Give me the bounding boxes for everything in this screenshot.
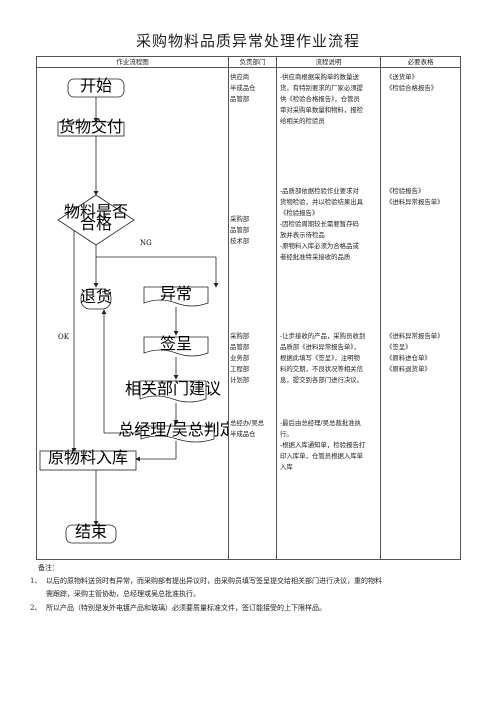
delivery-label: 货物交付	[59, 117, 123, 136]
page-title: 采购物料品质异常处理作业流程	[135, 32, 360, 50]
forms-block: 《进料异常报告单》《签呈》《原料进仓单》《原料退货单》	[386, 331, 460, 375]
desc-line: -根据入库通知单，检验报告打	[280, 441, 366, 449]
warehouse-label: 原物料入库	[48, 448, 128, 467]
dept-line: 技术部	[230, 237, 250, 245]
dept-suggest-label: 相关部门建议	[125, 379, 221, 398]
abnormal-node: 异常	[143, 284, 209, 307]
note-text: 以后的原物料送货时有异常，而采购部有提出异议时，由采购员填写签呈提交给相关部门进…	[46, 577, 382, 585]
note-text: 所以产品（特别是发外电镀产品和玻璃）必须要质量标准文件，签订能接受的上下限样品。	[46, 604, 326, 612]
form-line: 《进料异常报告单》	[386, 332, 444, 340]
return-node: 退货	[80, 287, 112, 310]
dept-column	[228, 67, 277, 560]
header-forms: 必要表格	[380, 56, 461, 68]
desc-line: 《检验报告》	[280, 209, 319, 217]
desc-block: -最后由总经理/吴总裁批准执行。 -根据入库通知单，检验报告打印入库单，仓管员根据…	[280, 418, 382, 473]
dept-line: 采购部	[230, 332, 250, 340]
desc-line: 者经批准特采接收的品质	[280, 253, 351, 261]
end-label: 结束	[75, 522, 107, 541]
dept-line: 品管部	[230, 95, 250, 103]
desc-block: -品质部依据检验作业要求对货物检验，并以检验结果出具《检验报告》 -因检验周期较长…	[280, 186, 382, 263]
decision-label-1: 物料是否	[64, 202, 128, 221]
desc-line: -原物料入库必须为合格品或	[280, 242, 359, 250]
desc-line: -最后由总经理/吴总裁批准执	[280, 419, 361, 427]
forms-block: 《检验报告》《进料异常报告单》	[386, 186, 460, 208]
return-label: 退货	[80, 287, 112, 306]
delivery-node: 货物交付	[57, 117, 125, 137]
note-item: 1、以后的原物料送货时有异常，而采购部有提出异议时，由采购员填写签呈提交给相关部…	[30, 575, 470, 588]
desc-block: -供应商根据采购单的数量送货，有特别要求的厂家必须提供《检验合格报告》，仓管员审…	[280, 72, 382, 127]
form-line: 《签呈》	[386, 343, 412, 351]
desc-line: 给相关的检验员	[280, 117, 325, 125]
form-line: 《原料进仓单》	[386, 354, 431, 362]
note-item: 2、所以产品（特别是发外电镀产品和玻璃）必须要质量标准文件，签订能接受的上下限样…	[30, 602, 470, 615]
start-label: 开始	[80, 76, 112, 95]
desc-line: 品质部《进料异常报告单》，	[280, 343, 360, 351]
dept-block: 总经办/吴总半成品仓	[230, 418, 276, 440]
dept-line: 供应商	[230, 73, 250, 81]
dept-line: 半成品仓	[230, 430, 256, 438]
desc-line: 货物检验，并以检验结果出具	[280, 198, 364, 206]
dept-line: 品管部	[230, 343, 250, 351]
dept-line: 半成品仓	[230, 84, 256, 92]
flowchart: 开始 货物交付 物料是否 合格 NG OK 退货 异常 签呈 相关部门建议 总经…	[39, 76, 228, 544]
desc-line: 根据此填写《签呈》，注明物	[280, 354, 360, 362]
header-flowchart: 作业流程图	[36, 56, 229, 68]
dept-suggest-node: 相关部门建议	[125, 379, 221, 403]
decision-node: 物料是否 合格	[57, 194, 135, 246]
desc-line: 息，提交到各部门进行决议。	[280, 376, 364, 384]
desc-line: -让步接收的产品，采购员收到	[280, 332, 366, 340]
ok-label: OK	[58, 333, 70, 341]
dept-block: 供应商半成品仓品管部	[230, 72, 276, 105]
form-line: 《检验合格报告》	[386, 84, 438, 92]
note-number: 2、	[30, 604, 42, 612]
desc-line: 印入库单，仓管员根据入库单	[280, 452, 364, 460]
desc-block: -让步接收的产品，采购员收到品质部《进料异常报告单》， 根据此填写《签呈》，注明物…	[280, 331, 382, 386]
start-node: 开始	[67, 76, 125, 98]
desc-line: -供应商根据采购单的数量送	[280, 73, 359, 81]
desc-line: 行。	[280, 430, 293, 438]
header-desc: 流程说明	[276, 56, 381, 68]
desc-line: -品质部依据检验作业要求对	[280, 187, 359, 195]
gm-label: 总经理/吴总判定	[118, 420, 228, 439]
dept-line: 计划部	[230, 376, 250, 384]
form-line: 《原料退货单》	[386, 365, 431, 373]
dept-line: 品管部	[230, 226, 250, 234]
form-line: 《检验报告》	[386, 187, 425, 195]
decision-label-2: 合格	[80, 214, 112, 233]
desc-line: 入库	[280, 463, 293, 471]
abnormal-label: 异常	[160, 284, 192, 303]
form-line: 《送货单》	[386, 73, 418, 81]
end-node: 结束	[65, 522, 117, 544]
note-text: 需跟踪，采购主管协助，总经理或吴总批准执行。	[46, 590, 200, 598]
dept-line: 总经办/吴总	[230, 419, 265, 427]
dept-block: 采购部品管部业务部工程部计划部	[230, 331, 276, 386]
sign-label: 签呈	[160, 334, 192, 353]
ng-label: NG	[140, 239, 152, 247]
desc-line: 货，有特别要求的厂家必须提	[280, 84, 364, 92]
desc-line: 料的交期，不良状况等相关信	[280, 365, 364, 373]
form-line: 《进料异常报告单》	[386, 198, 444, 206]
dept-block: 采购部品管部技术部	[230, 214, 276, 247]
note-item: 需跟踪，采购主管协助，总经理或吴总批准执行。	[30, 588, 470, 601]
desc-line: 供《检验合格报告》，仓管员	[280, 95, 360, 103]
process-table: 作业流程图 负责部门 流程说明 必要表格	[36, 56, 461, 560]
dept-line: 采购部	[230, 215, 250, 223]
forms-block: 《送货单》《检验合格报告》	[386, 72, 460, 94]
dept-line: 业务部	[230, 354, 250, 362]
dept-line: 工程部	[230, 365, 250, 373]
desc-column	[276, 67, 381, 560]
desc-line: -因检验周期较长需要暂存码	[280, 220, 359, 228]
desc-line: 放并表示待检品	[280, 231, 325, 239]
warehouse-node: 原物料入库	[39, 448, 137, 471]
desc-line: 审对采购单数量和物料，报检	[280, 106, 364, 114]
sign-node: 签呈	[143, 334, 209, 357]
note-number: 1、	[30, 577, 42, 585]
forms-column	[380, 67, 461, 560]
header-dept: 负责部门	[228, 56, 277, 68]
note-label: 备注：	[38, 564, 59, 572]
gm-node: 总经理/吴总判定	[118, 420, 228, 443]
